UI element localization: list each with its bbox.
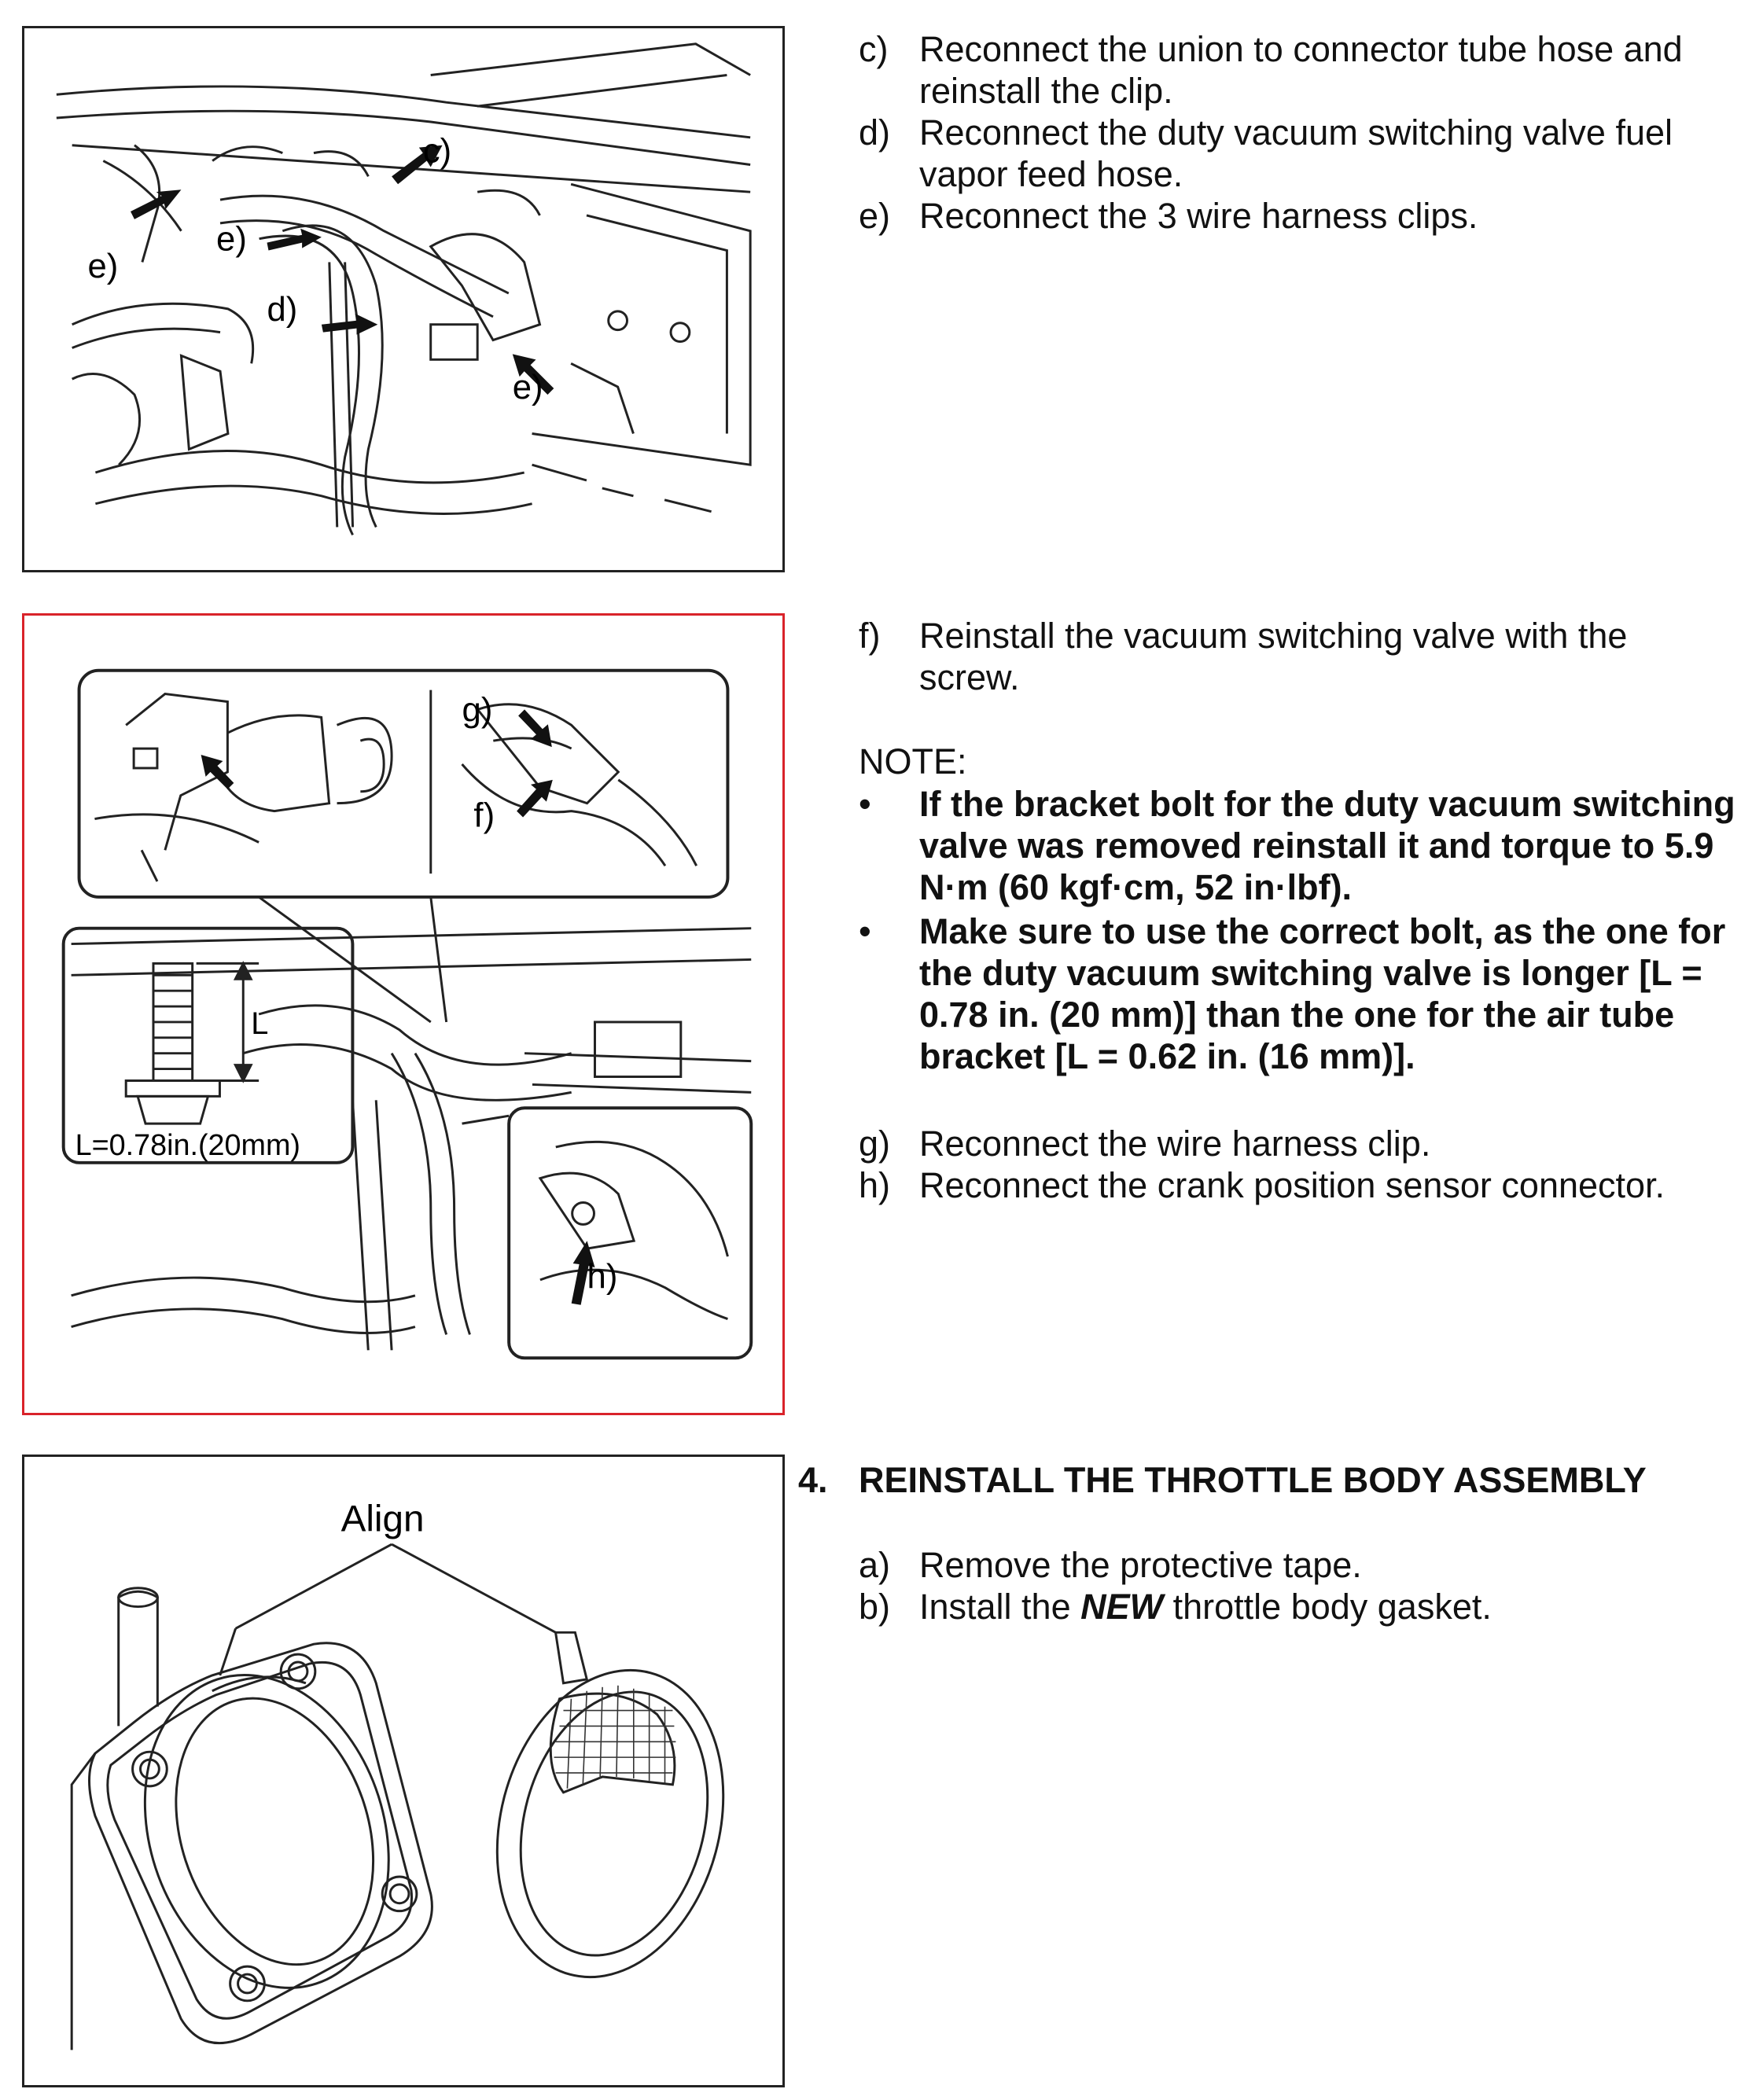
callout-h: h) bbox=[587, 1257, 618, 1296]
section-heading: 4. REINSTALL THE THROTTLE BODY ASSEMBLY bbox=[798, 1459, 1742, 1501]
callout-f: f) bbox=[473, 796, 495, 834]
step-g: g) Reconnect the wire harness clip. bbox=[859, 1123, 1747, 1164]
note-line: 0.78 in. (20 mm)] than the one for the a… bbox=[919, 995, 1675, 1035]
section-title: REINSTALL THE THROTTLE BODY ASSEMBLY bbox=[859, 1460, 1647, 1500]
bullet-symbol: • bbox=[859, 784, 871, 824]
note-bullet-1: • If the bracket bolt for the duty vacuu… bbox=[859, 783, 1755, 908]
step-label: g) bbox=[859, 1124, 891, 1164]
callout-e-right: e) bbox=[513, 369, 543, 406]
callout-c: c) bbox=[423, 133, 451, 171]
step-text-line: Reconnect the 3 wire harness clips. bbox=[919, 196, 1478, 236]
section-number: 4. bbox=[798, 1460, 828, 1500]
step-text: Reconnect the wire harness clip. bbox=[919, 1124, 1431, 1164]
note-line: bracket [L = 0.62 in. (16 mm)]. bbox=[919, 1036, 1415, 1076]
step-text-line: Reinstall the vacuum switching valve wit… bbox=[919, 616, 1628, 656]
throttle-body-illustration: Align bbox=[70, 1498, 725, 2050]
step-b: b) Install the NEW throttle body gasket. bbox=[859, 1586, 1747, 1627]
note-line: If the bracket bolt for the duty vacuum … bbox=[919, 784, 1735, 824]
harness-illustration: c) e) e) d) e) bbox=[56, 42, 752, 536]
note-bullet-2: • Make sure to use the correct bolt, as … bbox=[859, 910, 1755, 1077]
step-label: e) bbox=[859, 196, 891, 236]
note-line: valve was removed reinstall it and torqu… bbox=[919, 826, 1714, 866]
step-d: d) Reconnect the duty vacuum switching v… bbox=[859, 112, 1747, 195]
step-text: Install the bbox=[919, 1587, 1081, 1627]
step-h: h) Reconnect the crank position sensor c… bbox=[859, 1164, 1747, 1206]
callout-e-center: e) bbox=[216, 221, 247, 259]
step-text-line: Reconnect the duty vacuum switching valv… bbox=[919, 112, 1673, 153]
step-text: throttle body gasket. bbox=[1163, 1587, 1492, 1627]
callout-d: d) bbox=[267, 291, 298, 329]
emphasis-new: NEW bbox=[1080, 1587, 1164, 1627]
step-text-line: reinstall the clip. bbox=[919, 71, 1173, 111]
step-label: f) bbox=[859, 616, 881, 656]
step-text-line: vapor feed hose. bbox=[919, 154, 1183, 194]
step-text-line: Reconnect the union to connector tube ho… bbox=[919, 29, 1683, 69]
note-line: N·m (60 kgf·cm, 52 in·lbf). bbox=[919, 867, 1353, 907]
step-label: a) bbox=[859, 1545, 891, 1585]
callout-g: g) bbox=[462, 690, 493, 729]
step-a: a) Remove the protective tape. bbox=[859, 1544, 1747, 1586]
callout-e-left: e) bbox=[87, 248, 118, 285]
step-label: h) bbox=[859, 1165, 891, 1205]
step-label: c) bbox=[859, 29, 889, 69]
step-e: e) Reconnect the 3 wire harness clips. bbox=[859, 195, 1747, 237]
figure-throttle-body-gasket: Align bbox=[22, 1455, 785, 2087]
step-label: d) bbox=[859, 112, 891, 153]
step-f: f) Reinstall the vacuum switching valve … bbox=[859, 615, 1747, 698]
step-text: Remove the protective tape. bbox=[919, 1545, 1362, 1585]
step-label: b) bbox=[859, 1587, 891, 1627]
step-text-line: screw. bbox=[919, 657, 1020, 697]
valve-illustration: g) f) h) L L=0.78in.(20mm) bbox=[61, 668, 753, 1360]
bullet-symbol: • bbox=[859, 911, 871, 951]
figure-harness-clips: c) e) e) d) e) bbox=[22, 26, 785, 572]
bolt-length-label: L=0.78in.(20mm) bbox=[75, 1129, 300, 1162]
step-c: c) Reconnect the union to connector tube… bbox=[859, 28, 1747, 112]
callout-align: Align bbox=[341, 1498, 425, 1539]
note-line: the duty vacuum switching valve is longe… bbox=[919, 953, 1702, 993]
note-heading: NOTE: bbox=[859, 741, 967, 782]
step-text: Reconnect the crank position sensor conn… bbox=[919, 1165, 1665, 1205]
figure-vacuum-switching-valve: g) f) h) L L=0.78in.(20mm) bbox=[22, 613, 785, 1415]
callout-L: L bbox=[251, 1006, 268, 1041]
note-line: Make sure to use the correct bolt, as th… bbox=[919, 911, 1726, 951]
